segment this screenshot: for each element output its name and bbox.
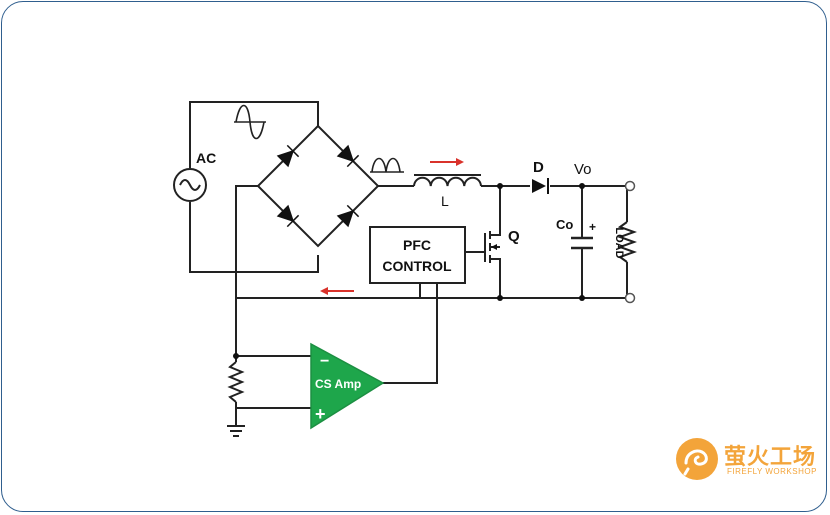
mosfet-arrow-icon [491,244,497,250]
pfc-control-block [369,226,466,284]
rectified-waveform-icon [370,157,404,173]
mosfet-switch-icon [484,225,501,263]
bridge-diodes [276,144,360,228]
current-arrow-return-icon [320,287,354,295]
amp-label: CS Amp [315,377,361,391]
bridge-diode-icon [276,144,300,168]
return-terminal-icon [624,292,636,304]
inductor-label: L [441,193,449,209]
pfc-control-line2: CONTROL [382,258,452,274]
firefly-logo-icon [676,438,718,480]
bridge-diode-icon [336,204,360,228]
logo-english-name: FIREFLY WORKSHOP [727,467,817,476]
ac-label: AC [196,150,216,166]
firefly-workshop-logo: 萤火工场 FIREFLY WORKSHOP [674,436,824,486]
bridge-diode-icon [276,204,300,228]
bridge-diode-icon [336,144,360,168]
diode-label: D [533,159,544,176]
inductor-icon [413,174,482,187]
junction-dots [233,183,585,359]
logo-chinese-name: 萤火工场 [724,445,817,470]
capacitor-polarity: + [589,220,596,234]
output-terminal-icon [624,180,636,192]
amp-plus-label: + [315,404,326,424]
load-resistor-icon [617,221,637,263]
capacitor-label: Co [556,217,573,232]
wires [189,101,628,426]
output-diode-icon [532,178,549,194]
cs-amplifier [310,342,385,430]
sense-resistor-icon [227,361,245,403]
load-label: LOAD [613,227,625,258]
output-voltage-label: Vo [574,161,592,178]
switch-label: Q [508,228,520,245]
current-arrow-forward-icon [430,158,464,166]
capacitor-icon [571,236,593,250]
sine-wave-icon [179,179,201,191]
amp-minus-label: − [320,353,329,370]
ground-icon [227,425,245,437]
ac-waveform-icon [234,104,266,140]
pfc-control-line1: PFC [403,237,431,253]
